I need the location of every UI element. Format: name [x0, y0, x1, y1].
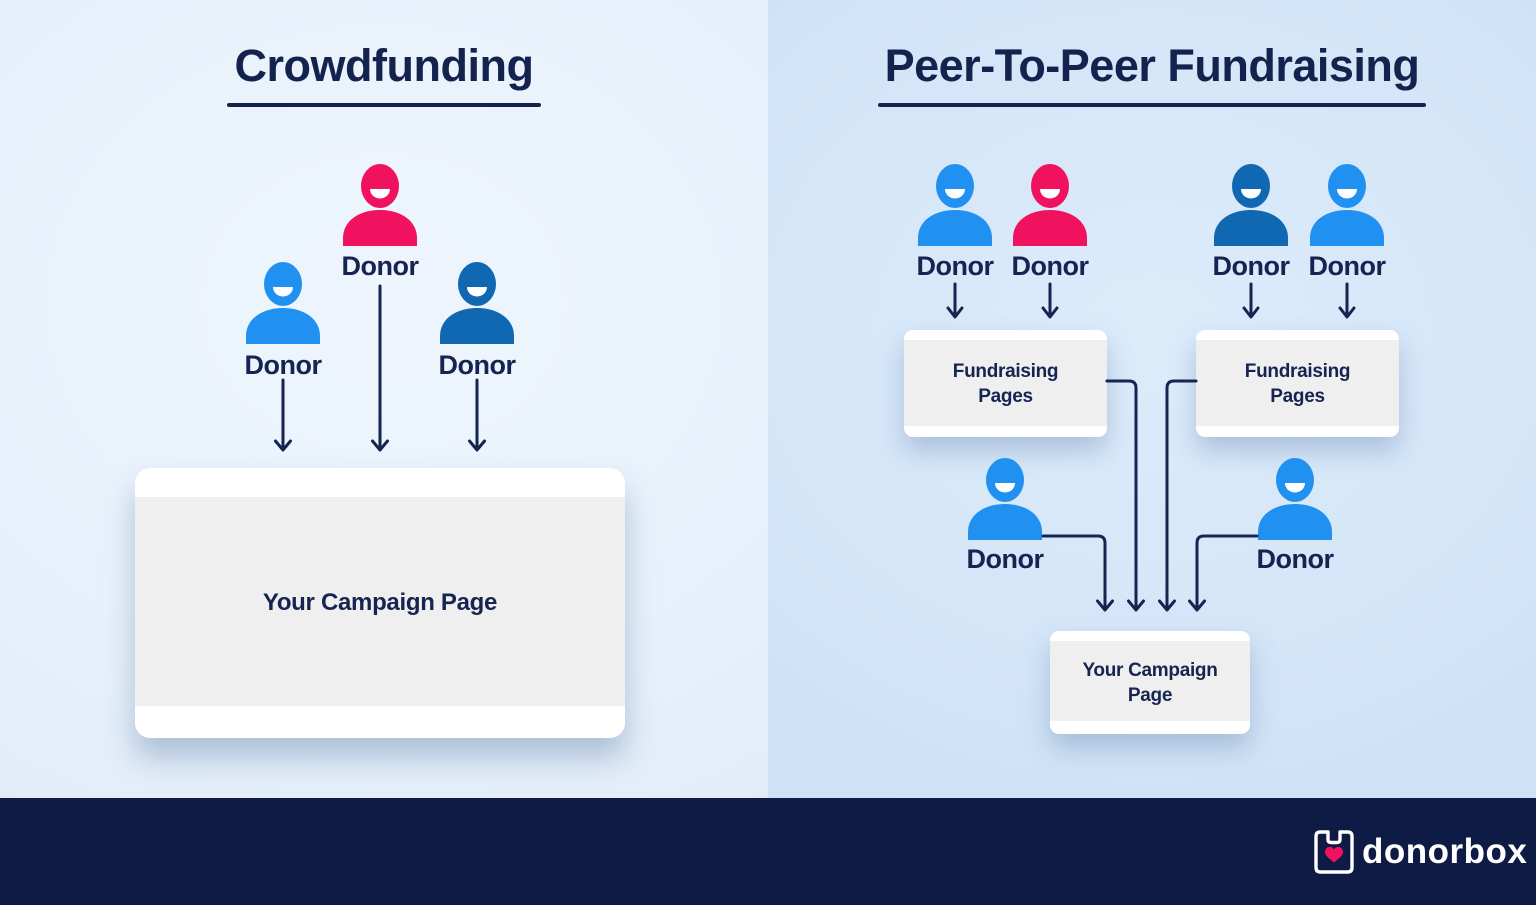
donorbox-wordmark: donorbox — [1362, 832, 1528, 871]
down-arrow — [1242, 282, 1260, 319]
donor-label: Donor — [1212, 251, 1290, 281]
donor-icon — [918, 164, 992, 246]
donor-label: Donor — [1011, 251, 1089, 281]
smile-icon — [1241, 189, 1261, 199]
campaign-page-label: Your Campaign Page — [1050, 631, 1250, 734]
down-arrow — [1041, 282, 1059, 319]
donor-icon — [1310, 164, 1384, 246]
donor-icon — [246, 262, 320, 344]
donor-figure — [1211, 164, 1291, 253]
smile-icon — [1285, 483, 1305, 493]
donorbox-logo-icon — [1314, 830, 1354, 874]
footer-bar — [0, 798, 1536, 905]
down-arrow — [946, 282, 964, 319]
smile-icon — [467, 287, 487, 297]
campaign-page-content-area — [1050, 641, 1250, 721]
crowdfunding-title-underline — [227, 103, 541, 107]
donor-figure — [437, 262, 517, 351]
donor-label: Donor — [244, 350, 322, 380]
smile-icon — [995, 483, 1015, 493]
heart-icon — [1325, 846, 1343, 863]
fundraising-pages-box: Fundraising Pages — [1196, 330, 1399, 437]
donor-label: Donor — [1256, 544, 1334, 574]
smile-icon — [945, 189, 965, 199]
donation-box-outline — [1314, 830, 1354, 874]
peer-to-peer-title-underline — [878, 103, 1426, 107]
donor-figure — [1010, 164, 1090, 253]
donor-icon — [1214, 164, 1288, 246]
donor-icon — [1258, 458, 1332, 540]
down-arrow — [1338, 282, 1356, 319]
fundraising-pages-text: Fundraising Pages — [1244, 360, 1351, 407]
donor-label: Donor — [966, 544, 1044, 574]
donor-label: Donor — [438, 350, 516, 380]
donor-figure — [915, 164, 995, 253]
elbow-connector-left-donor — [1041, 534, 1114, 612]
smile-icon — [370, 189, 390, 199]
donor-icon — [1013, 164, 1087, 246]
campaign-page-label: Your Campaign Page — [262, 589, 498, 616]
fundraising-pages-box: Fundraising Pages — [904, 330, 1107, 437]
donor-figure — [1307, 164, 1387, 253]
donor-figure — [1255, 458, 1335, 547]
crowdfunding-title: Crowdfunding — [234, 40, 534, 91]
donor-label: Donor — [341, 251, 419, 281]
donor-figure — [965, 458, 1045, 547]
donor-label: Donor — [916, 251, 994, 281]
fundraising-pages-text: Fundraising Pages — [952, 360, 1059, 407]
fundraising-pages-content-area — [904, 340, 1107, 426]
campaign-page-text: Your Campaign Page — [1082, 659, 1218, 706]
down-arrow — [371, 284, 389, 452]
peer-to-peer-title: Peer-To-Peer Fundraising — [884, 40, 1420, 91]
campaign-page-box: Your Campaign Page — [1050, 631, 1250, 734]
donor-icon — [968, 458, 1042, 540]
fundraising-pages-content-area — [1196, 340, 1399, 426]
smile-icon — [1040, 189, 1060, 199]
down-arrow — [274, 378, 292, 452]
smile-icon — [1337, 189, 1357, 199]
connector-arrows-layer — [274, 282, 1356, 612]
donor-label: Donor — [1308, 251, 1386, 281]
fundraising-pages-label: Fundraising Pages — [1196, 330, 1399, 437]
smile-icon — [273, 287, 293, 297]
elbow-connector-right-donor — [1188, 534, 1259, 612]
campaign-page-box: Your Campaign Page — [135, 468, 625, 738]
down-arrow — [468, 378, 486, 452]
elbow-connector-left-fundraising-box — [1105, 379, 1145, 612]
elbow-connector-right-fundraising-box — [1158, 379, 1198, 612]
donor-figure — [340, 164, 420, 253]
donor-icon — [343, 164, 417, 246]
donor-icon — [440, 262, 514, 344]
donor-figure — [243, 262, 323, 351]
fundraising-pages-label: Fundraising Pages — [904, 330, 1107, 437]
campaign-page-content-area — [135, 497, 625, 706]
